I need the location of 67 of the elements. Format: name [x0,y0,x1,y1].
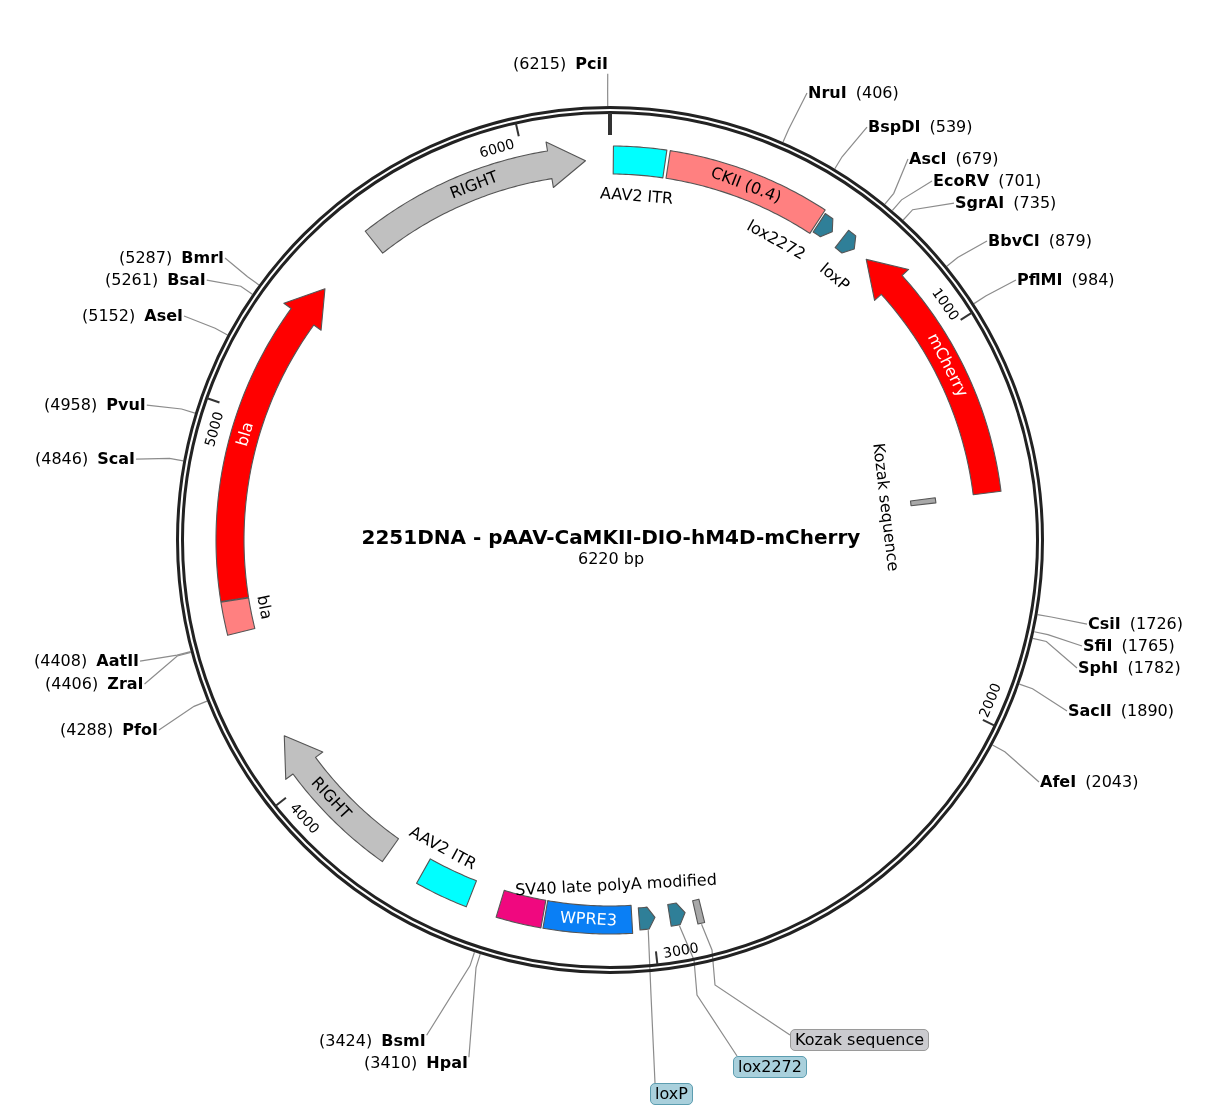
restriction-site-label: (5152) AseI [82,305,183,325]
feature-callout: loxP [650,1083,693,1105]
feature-label: Kozak sequence [868,442,902,573]
feature-label: WPRE3 [559,908,618,931]
restriction-site-label: (4288) PfoI [60,719,158,739]
leader-line [143,651,192,685]
restriction-site-label: (5287) BmrI [119,247,224,267]
restriction-site-label: (5261) BsaI [105,269,206,289]
restriction-site-label: (6215) PciI [513,53,608,73]
feature-label: loxP [816,259,854,295]
leader-line [884,158,909,205]
leader-line [183,315,229,336]
leader-line [991,744,1040,783]
leader-line [834,126,868,170]
feature-label: AAV2 ITR [599,184,674,209]
leader-line [1033,631,1083,647]
leader-line [146,404,196,414]
leader-line [1018,683,1068,712]
leader-line [1032,637,1078,669]
restriction-site-label: SfiI (1765) [1083,635,1175,655]
scale-label: 2000 [975,680,1004,720]
leader-line [1036,614,1088,625]
restriction-site-label: SgrAI (735) [955,192,1057,212]
leader-line [891,180,933,212]
scale-label: 3000 [661,939,700,961]
restriction-site-label: (3424) BsmI [319,1030,426,1050]
feature-label: bla [253,593,276,622]
feature-callout: Kozak sequence [790,1029,930,1051]
restriction-site-label: AfeI (2043) [1040,771,1139,791]
feature-label: CKII (0.4) [708,163,784,208]
leader-line [139,651,192,662]
leader-line [607,73,609,107]
feature-callout: lox2272 [733,1056,807,1078]
restriction-site-label: EcoRV (701) [933,170,1042,190]
leader-line [206,279,253,295]
leader-line [135,457,184,462]
restriction-site-label: (3410) HpaI [364,1052,468,1072]
feature-label: SV40 late polyA modified [514,870,718,900]
plasmid-title: 2251DNA - pAAV-CaMKII-DIO-hM4D-mCherry [361,525,861,549]
leader-line [158,700,208,731]
scale-label: 6000 [477,135,516,161]
leader-line [224,257,260,286]
restriction-site-label: SphI (1782) [1078,657,1181,677]
restriction-site-label: (4846) ScaI [35,448,136,468]
leader-line [647,929,656,1084]
leader-line [902,202,955,221]
restriction-site-label: CsiI (1726) [1088,613,1183,633]
restriction-site-label: NruI (406) [808,82,899,102]
restriction-site-label: PflMI (984) [1017,269,1115,289]
leader-line [468,953,481,1058]
restriction-site-label: AscI (679) [909,148,999,168]
leader-line [973,279,1017,305]
leader-line [782,92,808,143]
feature-label: bla [233,419,258,449]
leader-line [946,240,988,267]
restriction-site-label: BbvCI (879) [988,230,1092,250]
restriction-site-label: (4408) AatII [34,650,140,670]
plasmid-length-label: 6220 bp [578,550,645,569]
restriction-site-label: (4406) ZraI [45,673,144,693]
scale-label: 5000 [201,410,227,449]
leader-line [700,923,791,1036]
restriction-site-label: SacII (1890) [1068,700,1174,720]
restriction-site-label: BspDI (539) [868,116,973,136]
leader-line [426,951,476,1036]
leader-line [678,925,738,1057]
feature-label: AAV2 ITR [406,822,480,874]
restriction-site-label: (4958) PvuI [44,394,146,414]
